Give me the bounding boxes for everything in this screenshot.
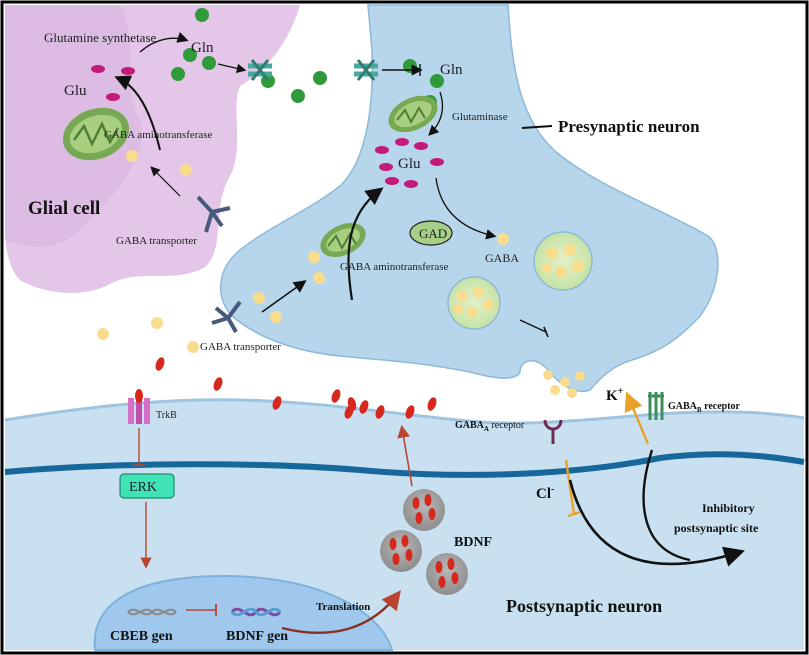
postsynaptic-membrane-line (4, 451, 805, 478)
arrow-cl-influx (564, 459, 576, 515)
presynaptic-neuron-body (219, 4, 719, 392)
label-glial-cell: Glial cell (28, 198, 100, 219)
label-inhibitory-2: postsynaptic site (674, 521, 759, 535)
mitochondrion-glia (62, 107, 130, 161)
arrow-gaba-to-glu-glia (114, 75, 161, 151)
label-gln-pre: Gln (440, 62, 463, 78)
gaba-transporter-pre-shape (211, 300, 242, 333)
label-trkb: TrkB (156, 410, 177, 421)
bdnf-dna (230, 607, 282, 617)
cbeb-dna (127, 608, 177, 616)
gln-transporter-pre (354, 59, 378, 81)
label-gad: GAD (419, 226, 447, 241)
gaba-transporter-glia-shape (196, 195, 231, 233)
label-gaba-transporter-glia: GABA transporter (116, 235, 197, 247)
label-gln-glia: Gln (191, 40, 214, 56)
label-gaba-aminotransferase-glia: GABA aminotransferase (104, 129, 213, 141)
label-bdnf: BDNF (454, 535, 492, 550)
label-gaba: GABA (485, 251, 519, 265)
arrow-glu-to-gaba (435, 177, 497, 240)
erk-box (119, 473, 175, 499)
arrow-glutaminase (428, 91, 444, 136)
label-gaba-b-receptor: GABAB receptor (668, 401, 741, 414)
label-presynaptic-neuron: Presynaptic neuron (558, 117, 700, 136)
label-glutaminase: Glutaminase (452, 111, 508, 123)
presynaptic-pointer (521, 125, 553, 129)
label-gaba-aminotransferase-pre: GABA aminotransferase (340, 261, 449, 273)
gaba-b-receptor (648, 392, 664, 420)
gad-enzyme (409, 220, 453, 246)
label-gaba-a-receptor: GABAA receptor (455, 420, 525, 433)
mitochondrion-pre-1 (388, 95, 438, 133)
label-bdnf-gen: BDNF gen (226, 629, 288, 644)
gln-transporter-glia (248, 59, 272, 81)
bdnf-vesicle (380, 530, 422, 572)
label-postsynaptic-neuron: Postsynaptic neuron (506, 596, 662, 616)
arrow-translation (281, 590, 401, 635)
arrow-gabab-to-site (642, 449, 691, 562)
bdnf-released (155, 357, 437, 419)
label-glu-pre: Glu (398, 156, 421, 172)
bdnf-vesicle (403, 489, 445, 531)
arrow-synthetase (139, 32, 189, 53)
glu-molecules (91, 65, 444, 188)
synaptic-vesicle (447, 276, 501, 330)
label-inhibitory-1: Inhibitory (702, 501, 755, 515)
arrow-bdnf-release (397, 424, 413, 487)
gaba-a-receptor (543, 419, 563, 444)
label-glutamine-synthetase: Glutamine synthetase (44, 30, 157, 45)
label-cbeb-gen: CBEB gen (110, 629, 173, 644)
arrow-transporter-to-glia (150, 166, 181, 197)
arrow-gln-to-channel (217, 63, 247, 74)
gaba-molecules (97, 150, 509, 353)
arrow-to-inhibitory-site (568, 479, 745, 567)
release-inhibit-arrow (519, 319, 547, 333)
trkb-receptor (128, 389, 150, 424)
label-translation: Translation (316, 601, 370, 613)
arrow-k-efflux (624, 391, 650, 445)
label-gaba-transporter-pre: GABA transporter (200, 341, 281, 353)
bdnf-vesicle (426, 553, 468, 595)
mitochondrion-pre-2 (320, 223, 366, 257)
label-cl-ion: Cl- (536, 484, 554, 502)
label-k-ion: K+ (606, 386, 624, 404)
postsynaptic-membrane-top (4, 398, 805, 425)
label-erk: ERK (129, 480, 157, 495)
arrow-transporter-into-pre (261, 280, 307, 313)
arrow-to-glu-pre (347, 187, 384, 301)
synaptic-vesicle (533, 231, 593, 291)
label-glu-glia: Glu (64, 83, 87, 99)
gaba-molecules-cleft (543, 370, 585, 398)
